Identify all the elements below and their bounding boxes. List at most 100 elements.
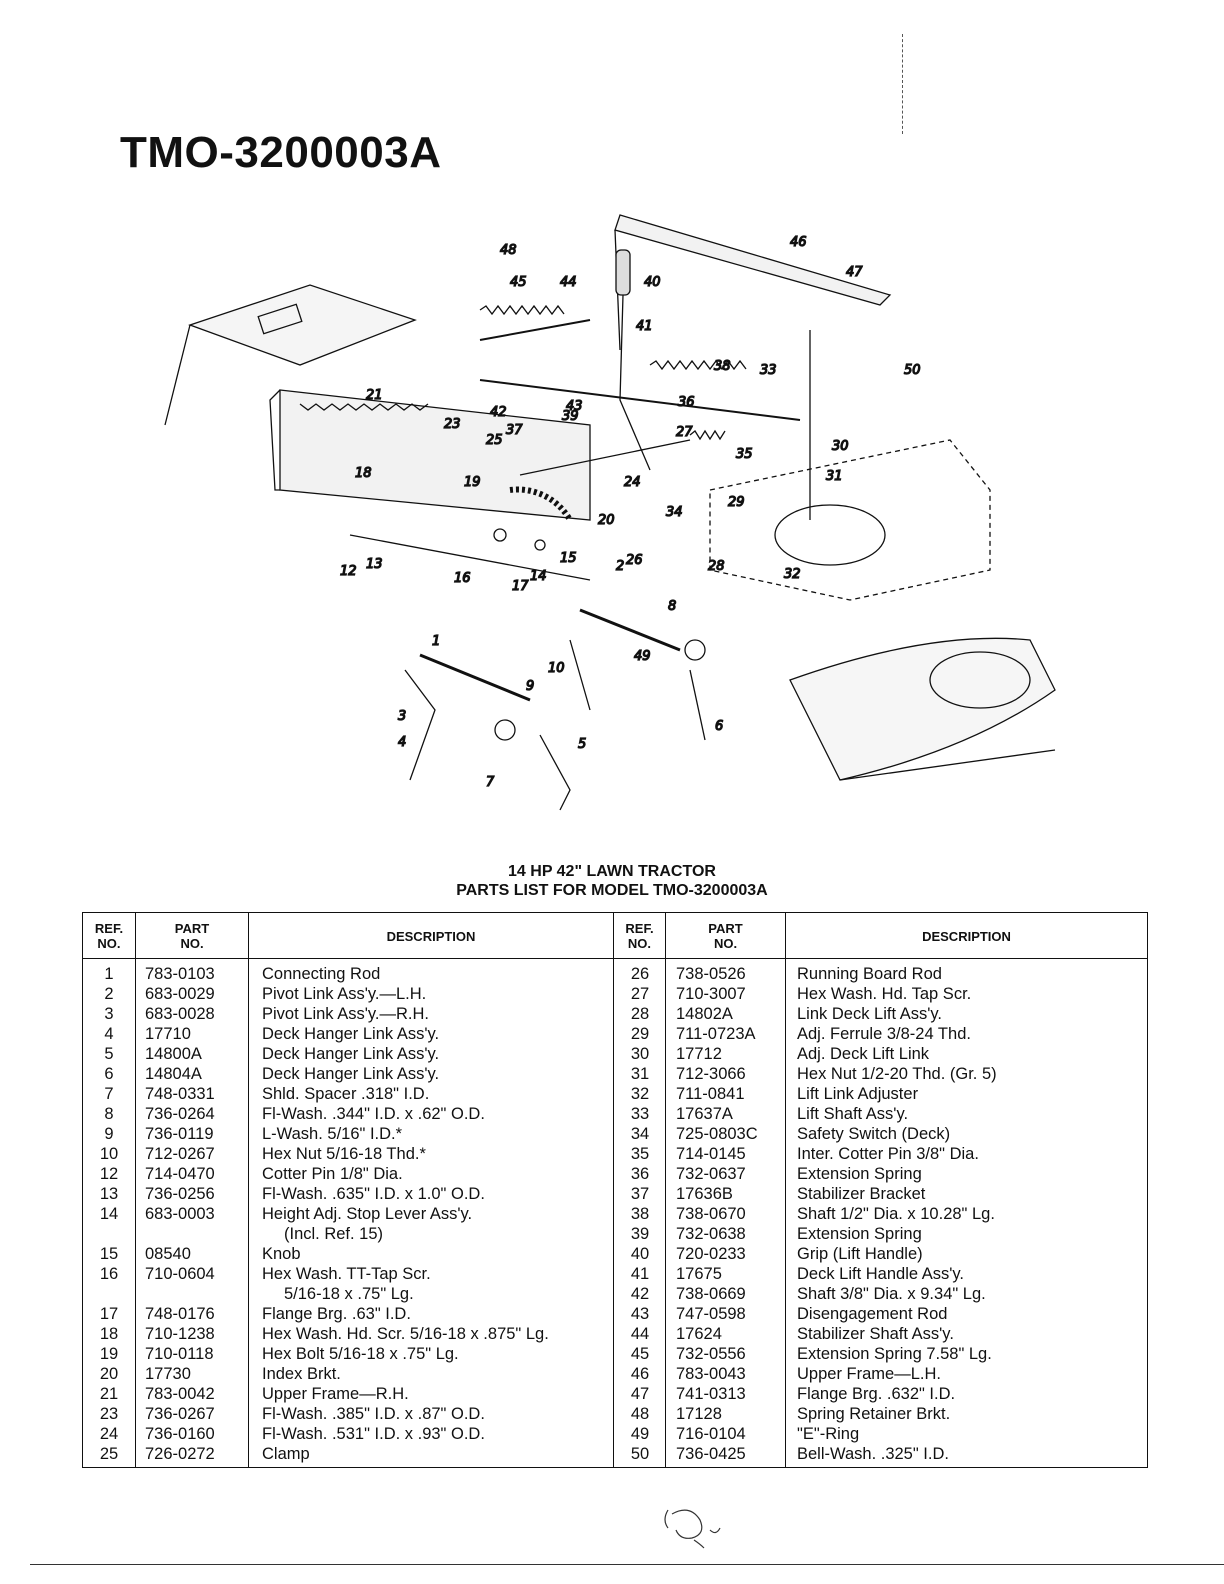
- ref-no: 15: [99, 1245, 119, 1263]
- part-description: Fl-Wash. .635" I.D. x 1.0" O.D.: [262, 1185, 485, 1203]
- table-row: (Incl. Ref. 15): [83, 1225, 613, 1245]
- diagram-callout: 4: [398, 735, 406, 750]
- part-no: 683-0028: [145, 1005, 215, 1023]
- ref-no: 20: [99, 1365, 119, 1383]
- part-no: 783-0042: [145, 1385, 215, 1403]
- diagram-callout: 32: [784, 567, 801, 582]
- diagram-callout: 40: [644, 275, 661, 290]
- ref-no: 33: [630, 1105, 650, 1123]
- part-description: Flange Brg. .63" I.D.: [262, 1305, 411, 1323]
- ref-no: 35: [630, 1145, 650, 1163]
- part-description: Hex Wash. TT-Tap Scr.: [262, 1265, 431, 1283]
- ref-no: 17: [99, 1305, 119, 1323]
- springs-drawing: [479, 304, 747, 441]
- diagram-callout: 35: [736, 447, 753, 462]
- part-no: 738-0669: [676, 1285, 746, 1303]
- part-description: Cotter Pin 1/8" Dia.: [262, 1165, 403, 1183]
- diagram-callout: 1: [432, 634, 440, 649]
- diagram-callout: 8: [668, 599, 676, 614]
- part-description: Adj. Ferrule 3/8-24 Thd.: [797, 1025, 971, 1043]
- diagram-callout: 50: [904, 363, 921, 378]
- part-description: Deck Hanger Link Ass'y.: [262, 1045, 440, 1063]
- part-no: 714-0470: [145, 1165, 215, 1183]
- part-description: "E"-Ring: [797, 1425, 860, 1443]
- part-description: Deck Lift Handle Ass'y.: [797, 1265, 964, 1283]
- part-no: 738-0670: [676, 1205, 746, 1223]
- part-no: 732-0637: [676, 1165, 746, 1183]
- caption-line-1: 14 HP 42" LAWN TRACTOR: [508, 863, 716, 880]
- part-no: 738-0526: [676, 965, 746, 983]
- part-no: 711-0723A: [676, 1025, 756, 1043]
- ref-no: 8: [104, 1105, 114, 1123]
- ref-no: 50: [630, 1445, 650, 1463]
- part-no: 747-0598: [676, 1305, 746, 1323]
- part-description: Clamp: [262, 1445, 310, 1463]
- part-description: Stabilizer Shaft Ass'y.: [797, 1325, 954, 1343]
- ref-no: 27: [630, 985, 650, 1003]
- diagram-callout: 20: [598, 513, 615, 528]
- part-description: Shaft 1/2" Dia. x 10.28" Lg.: [797, 1205, 995, 1223]
- part-no: 712-0267: [145, 1145, 215, 1163]
- ref-no: 5: [104, 1045, 114, 1063]
- part-no: 17730: [145, 1365, 191, 1383]
- diagram-callout: 12: [340, 564, 357, 579]
- part-no: 716-0104: [676, 1425, 746, 1443]
- ref-no: 49: [630, 1425, 650, 1443]
- part-no: 726-0272: [145, 1445, 215, 1463]
- part-no: 732-0638: [676, 1225, 746, 1243]
- upper-frame-rh-drawing: [269, 389, 591, 581]
- lift-shaft-drawing: [479, 319, 801, 476]
- ref-no: 34: [630, 1125, 650, 1143]
- part-no: 17637A: [676, 1105, 733, 1123]
- part-no: 712-3066: [676, 1065, 746, 1083]
- ref-no: 3: [104, 1005, 114, 1023]
- part-description: Extension Spring: [797, 1225, 922, 1243]
- ref-no: 7: [104, 1085, 114, 1103]
- part-no: 714-0145: [676, 1145, 746, 1163]
- table-header-row: [83, 913, 1147, 959]
- crop-mark: [902, 34, 903, 134]
- part-no: 748-0176: [145, 1305, 215, 1323]
- ref-no: 32: [630, 1085, 650, 1103]
- diagram-callout: 17: [512, 579, 529, 594]
- ref-no: 43: [630, 1305, 650, 1323]
- part-description: Link Deck Lift Ass'y.: [797, 1005, 942, 1023]
- ref-no: 40: [630, 1245, 650, 1263]
- part-description: Lift Shaft Ass'y.: [797, 1105, 909, 1123]
- part-description: Bell-Wash. .325" I.D.: [797, 1445, 949, 1463]
- part-no: 736-0264: [145, 1105, 215, 1123]
- part-description: Shaft 3/8" Dia. x 9.34" Lg.: [797, 1285, 986, 1303]
- part-no: 720-0233: [676, 1245, 746, 1263]
- part-no: 17128: [676, 1405, 722, 1423]
- part-no: 736-0256: [145, 1185, 215, 1203]
- diagram-callout: 28: [708, 559, 725, 574]
- part-no: 17624: [676, 1325, 722, 1343]
- ref-no: 4: [104, 1025, 114, 1043]
- part-description: Deck Hanger Link Ass'y.: [262, 1065, 440, 1083]
- diagram-callout: 16: [454, 571, 471, 586]
- diagram-callout: 48: [500, 243, 517, 258]
- diagram-callout: 46: [790, 235, 807, 250]
- part-description: Adj. Deck Lift Link: [797, 1045, 930, 1063]
- ref-no: 45: [630, 1345, 650, 1363]
- part-no: 732-0556: [676, 1345, 746, 1363]
- ref-no: 37: [630, 1185, 650, 1203]
- part-description: Grip (Lift Handle): [797, 1245, 923, 1263]
- ref-no: 41: [630, 1265, 650, 1283]
- part-description: Stabilizer Bracket: [797, 1185, 926, 1203]
- mower-deck-drawing: [789, 637, 1056, 781]
- diagram-callout: 14: [530, 569, 547, 584]
